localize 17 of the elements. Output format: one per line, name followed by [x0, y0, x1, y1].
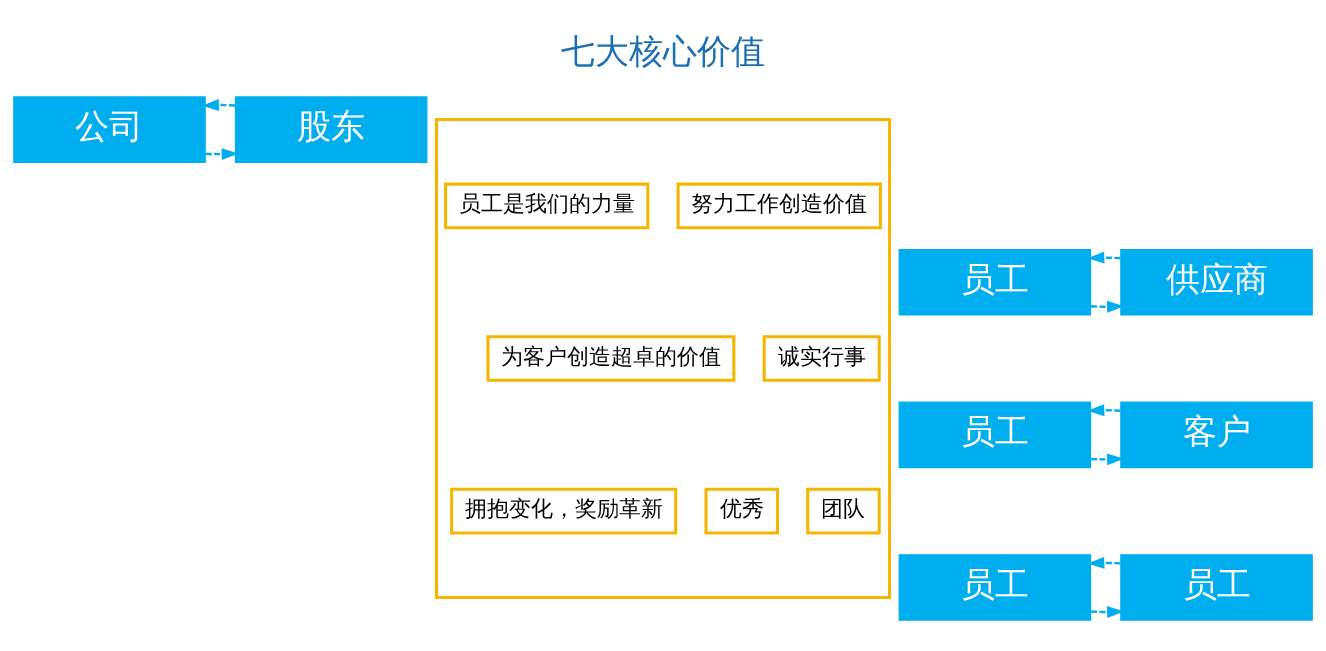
- node-box: 诚实行事: [762, 335, 881, 382]
- node-box: 股东: [234, 96, 428, 163]
- node-box: 员工是我们的力量: [444, 182, 650, 230]
- node-box: 员工: [1120, 554, 1313, 621]
- cluster: [435, 117, 891, 600]
- node-box: 客户: [1120, 401, 1313, 469]
- diagram-title: 七大核心价值: [561, 31, 765, 71]
- node-box: 拥抱变化，奖励革新: [450, 487, 678, 535]
- node-box: 公司: [13, 96, 206, 163]
- node-box: 供应商: [1120, 248, 1313, 316]
- node-box: 员工: [898, 554, 1092, 621]
- node-box: 优秀: [704, 487, 779, 535]
- node-box: 员工: [898, 248, 1092, 316]
- node-box: 团队: [806, 487, 881, 535]
- node-box: 努力工作创造价值: [676, 182, 882, 230]
- node-box: 为客户创造超卓的价值: [486, 335, 736, 382]
- node-box: 员工: [898, 401, 1092, 469]
